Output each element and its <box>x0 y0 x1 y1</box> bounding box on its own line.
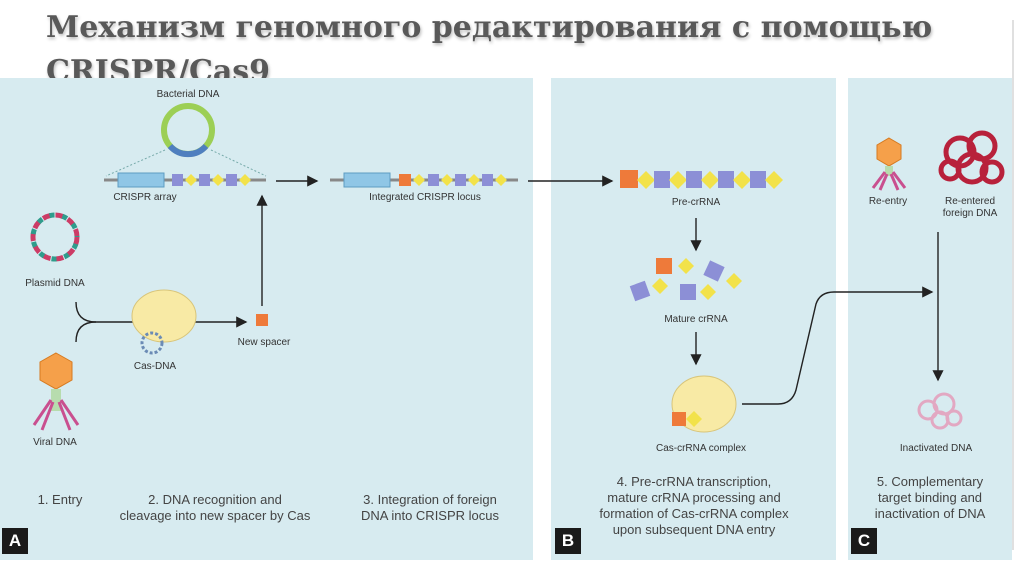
label-bacterial-dna: Bacterial DNA <box>156 89 220 100</box>
label-cas-crrna-complex: Cas-crRNA complex <box>655 443 747 454</box>
step-2-caption: 2. DNA recognition and cleavage into new… <box>119 492 311 523</box>
cas-dna-coil-icon <box>140 331 164 355</box>
panel-b <box>551 78 836 560</box>
pre-crrna-icon <box>620 170 783 189</box>
label-re-entry: Re-entry <box>868 196 908 207</box>
cas-crrna-complex-icon <box>671 375 737 433</box>
new-spacer-icon <box>256 314 268 326</box>
crispr-array-icon <box>104 172 266 188</box>
step-3-caption: 3. Integration of foreign DNA into CRISP… <box>361 492 499 523</box>
panel-label-a: A <box>2 528 28 554</box>
label-crispr-array: CRISPR array <box>113 192 177 203</box>
page-title: Механизм геномного редактирования с помо… <box>46 10 933 89</box>
virus-icon <box>32 352 80 431</box>
panel-label-c: C <box>851 528 877 554</box>
label-mature-crrna: Mature crRNA <box>664 314 728 325</box>
step-1-caption: 1. Entry <box>37 492 83 507</box>
label-cas-dna: Cas-DNA <box>133 361 177 372</box>
mature-crrna-icon <box>629 258 742 302</box>
label-viral-dna: Viral DNA <box>33 437 77 448</box>
label-new-spacer: New spacer <box>237 337 291 348</box>
label-integrated-locus: Integrated CRISPR locus <box>369 192 481 203</box>
label-inactivated-dna: Inactivated DNA <box>899 443 973 454</box>
label-pre-crrna: Pre-crRNA <box>671 197 721 208</box>
step-5-caption: 5. Complementary target binding and inac… <box>874 474 986 521</box>
cas-protein-icon <box>131 289 197 343</box>
inactivated-dna-icon <box>917 392 963 430</box>
right-edge-line <box>1012 20 1014 550</box>
foreign-dna-coil-icon <box>938 130 1005 185</box>
step-4-caption: 4. Pre-crRNA transcription, mature crRNA… <box>599 474 789 537</box>
panel-label-b: B <box>555 528 581 554</box>
label-plasmid-dna: Plasmid DNA <box>25 278 85 289</box>
plasmid-dna-icon <box>30 212 80 262</box>
integrated-locus-icon <box>330 172 518 188</box>
label-re-entered-dna: Re-entered foreign DNA <box>942 196 998 219</box>
bacterial-dna-circle-icon <box>161 103 215 158</box>
re-entry-virus-icon <box>871 137 907 191</box>
